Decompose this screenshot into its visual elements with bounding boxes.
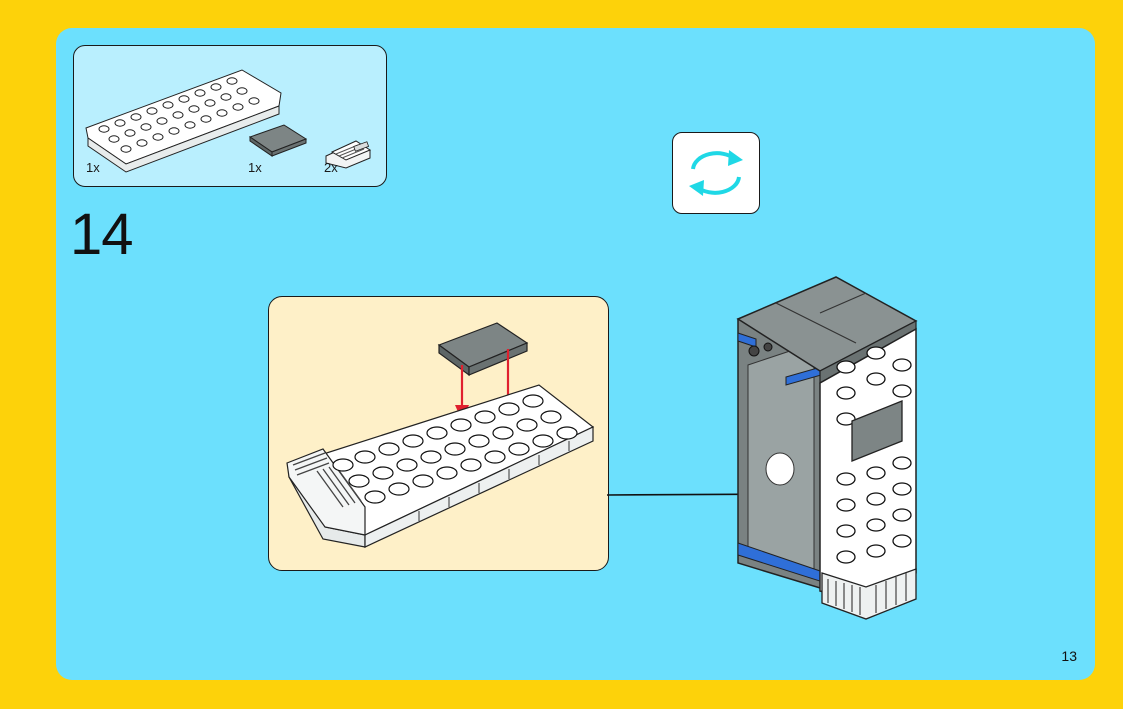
gray-tile-2x2-icon	[250, 125, 306, 156]
step-number: 14	[70, 201, 133, 268]
part-quantity: 2x	[324, 160, 338, 175]
page-number: 13	[1061, 648, 1077, 664]
model-assembly-icon	[716, 273, 936, 623]
parts-list-panel: 1x 1x 2x	[73, 45, 387, 187]
wedge-plate-assembly-icon	[287, 385, 593, 547]
rotate-model-button[interactable]	[672, 132, 760, 214]
part-quantity: 1x	[86, 160, 100, 175]
gray-tile-2x2-icon	[439, 323, 527, 375]
instruction-page: 1x 1x 2x 14	[56, 28, 1095, 680]
sub-assembly-callout	[268, 296, 609, 571]
rotate-model-icon	[673, 133, 759, 213]
part-quantity: 1x	[248, 160, 262, 175]
white-wedge-plate-icon	[86, 70, 281, 172]
